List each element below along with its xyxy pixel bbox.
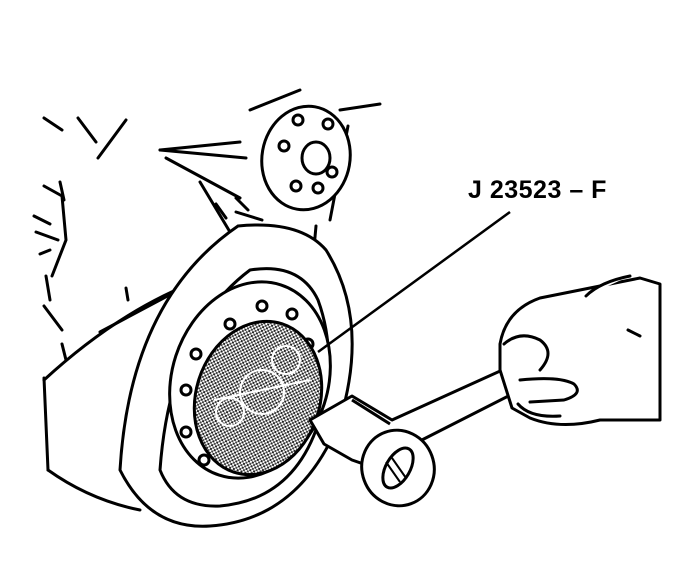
engine-block <box>32 88 382 512</box>
tool-callout-label: J 23523 – F <box>468 176 607 204</box>
hand <box>498 274 662 427</box>
pulley <box>260 104 352 212</box>
holding-tool <box>192 319 324 477</box>
ratchet-wrench <box>308 360 538 508</box>
callout-leader-line <box>317 210 511 354</box>
